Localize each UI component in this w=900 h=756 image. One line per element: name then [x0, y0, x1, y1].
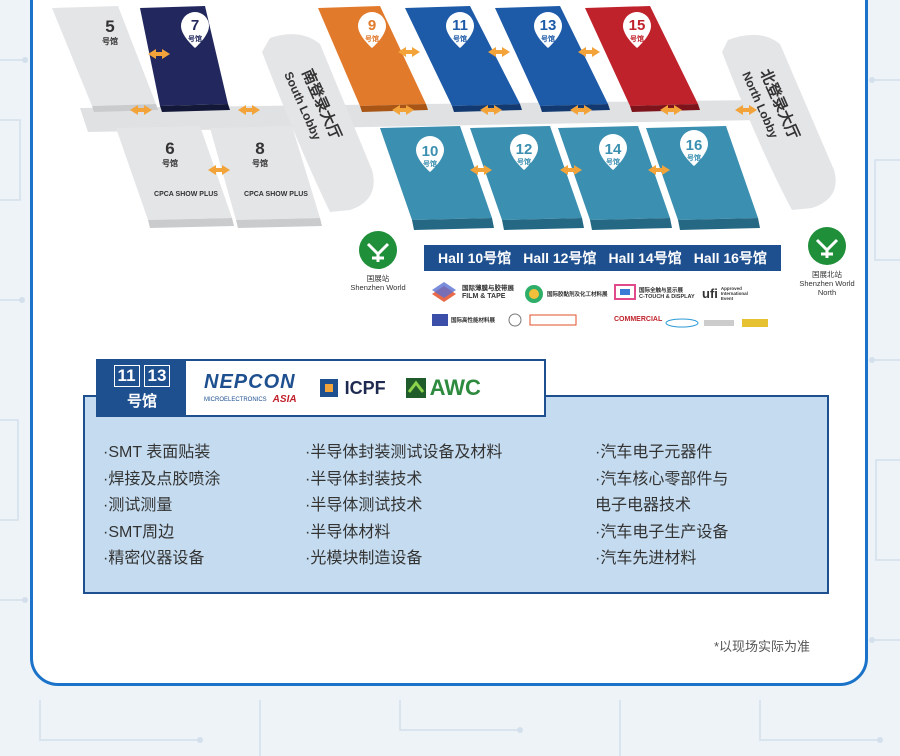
- list-item: ·SMT周边: [103, 523, 175, 541]
- legend-header: 11 13 号馆 NEPCON MICROELECTRONICS ASIA IC…: [96, 359, 546, 417]
- list-item: ·焊接及点胶喷涂: [103, 470, 221, 488]
- list-item: ·精密仪器设备: [103, 550, 205, 567]
- hall-badge: 11 13 号馆: [98, 361, 186, 415]
- hall-12[interactable]: [470, 126, 584, 230]
- hall-6[interactable]: [116, 126, 234, 228]
- hall-13-sub: 号馆: [541, 34, 555, 43]
- list-item: ·SMT 表面贴装: [103, 444, 211, 461]
- hall-16-sub: 号馆: [687, 153, 701, 162]
- nepcon-logo: NEPCON MICROELECTRONICS ASIA: [204, 371, 297, 405]
- station-shenzhen-world[interactable]: 国展站 Shenzhen World: [348, 230, 408, 292]
- station-shenzhen-world-north[interactable]: 国展北站 Shenzhen World North: [794, 226, 860, 297]
- hall-14-sub: 号馆: [606, 157, 620, 166]
- metro-icon: [808, 227, 846, 265]
- station-label-cn: 国展北站: [812, 270, 842, 279]
- hall-7-sub: 号馆: [188, 34, 202, 43]
- floor-map: 5 号馆 7 号馆 9 号馆 11 号馆 13 号馆 15 号馆 6 号馆 CP…: [52, 6, 836, 230]
- material-icon: [432, 314, 448, 326]
- hall-number: 13: [143, 365, 171, 387]
- hall-label: 号馆: [126, 393, 157, 410]
- list-item: ·汽车先进材料: [595, 550, 697, 567]
- legend-column-smt: ·SMT 表面贴装 ·焊接及点胶喷涂 ·测试测量 ·SMT周边 ·精密仪器设备: [103, 440, 220, 573]
- hall-16-number: 16: [686, 137, 703, 154]
- chip-icon: [319, 379, 338, 397]
- south-lobby[interactable]: [262, 34, 374, 213]
- hall-14[interactable]: [558, 126, 672, 230]
- hall-12-number: 12: [516, 141, 533, 158]
- hall-number: 11: [113, 365, 140, 387]
- adhesive-icon: [525, 285, 543, 303]
- hall-8[interactable]: [210, 126, 322, 228]
- hall-8-sub: 号馆: [252, 158, 268, 168]
- automotive-logo-icon: [665, 318, 768, 328]
- hall-10-number: 10: [422, 143, 439, 160]
- hall-bar-item: Hall 14号馆: [608, 250, 682, 266]
- hall-9-sub: 号馆: [365, 34, 379, 43]
- list-item: ·光模块制造设备: [305, 550, 423, 567]
- map-pin-icon: [181, 12, 708, 172]
- film-tape-logo: 国际薄膜与胶带展 FILM & TAPE: [462, 285, 514, 300]
- hall-bar-item: Hall 12号馆: [523, 250, 597, 266]
- hall-7-number: 7: [191, 17, 199, 34]
- walkway-arrows: [130, 47, 757, 175]
- commercial-logo: COMMERCIAL: [614, 316, 663, 323]
- station-label-en: Shenzhen World: [799, 279, 855, 288]
- hall-12-sub: 号馆: [517, 157, 531, 166]
- hall-15-number: 15: [629, 17, 646, 34]
- hall-bar-item: Hall 10号馆: [438, 250, 512, 266]
- icpf-logo: ICPF: [317, 376, 386, 400]
- hall-5-number: 5: [105, 17, 114, 36]
- list-item: ·汽车电子元器件: [595, 444, 713, 461]
- hall-11-number: 11: [452, 17, 468, 34]
- hall-10-sub: 号馆: [423, 159, 437, 168]
- hall-8-number: 8: [255, 139, 264, 158]
- hall-13-number: 13: [540, 17, 557, 34]
- station-label-en: Shenzhen World: [350, 283, 406, 292]
- list-item: ·测试测量: [103, 497, 173, 514]
- film-tape-icon: [432, 282, 456, 302]
- adhesive-logo: 国际胶黏剂及化工材料展: [524, 284, 608, 304]
- hall-14-number: 14: [605, 141, 622, 158]
- display-icon: [614, 284, 636, 300]
- metro-icon: [359, 231, 397, 269]
- list-item: ·半导体封装技术: [305, 470, 423, 488]
- list-item: ·半导体封装测试设备及材料: [305, 444, 503, 461]
- hall-5-sub: 号馆: [102, 36, 118, 46]
- list-item: ·汽车核心零部件与: [595, 470, 729, 488]
- hall-9-number: 9: [368, 17, 376, 34]
- hall-15-sub: 号馆: [630, 34, 644, 43]
- north-lobby[interactable]: [722, 34, 836, 210]
- station-label-cn: 国展站: [366, 274, 390, 283]
- hall-6-event: CPCA SHOW PLUS: [154, 191, 218, 198]
- hall-6-sub: 号馆: [162, 158, 178, 168]
- list-item: ·汽车电子生产设备: [595, 523, 729, 541]
- hall-bar-item: Hall 16号馆: [693, 250, 767, 266]
- list-item: ·半导体测试技术: [305, 497, 423, 514]
- material-logo: 国际高性能材料展: [432, 314, 495, 326]
- legend-column-automotive: ·汽车电子元器件 ·汽车核心零部件与 电子电器技术 ·汽车电子生产设备 ·汽车先…: [595, 440, 728, 573]
- hall-16[interactable]: [646, 126, 760, 230]
- awc-logo: AWC: [405, 375, 481, 401]
- station-label-en2: North: [817, 288, 837, 297]
- hall-10[interactable]: [380, 126, 494, 230]
- legend-column-semiconductor: ·半导体封装测试设备及材料 ·半导体封装技术 ·半导体测试技术 ·半导体材料 ·…: [305, 440, 502, 573]
- disclaimer-note: *以现场实际为准: [713, 639, 810, 654]
- list-item: ·半导体材料: [305, 523, 391, 541]
- ufi-logo: ufi Approved International Event: [702, 286, 748, 301]
- list-item: 电子电器技术: [595, 497, 692, 514]
- partner-logo-icon: [508, 313, 577, 327]
- awc-icon: [405, 378, 426, 398]
- hall-11-sub: 号馆: [453, 34, 467, 43]
- hall-8-event: CPCA SHOW PLUS: [244, 191, 308, 198]
- hall-6-number: 6: [165, 139, 174, 158]
- hall-bar: Hall 10号馆 Hall 12号馆 Hall 14号馆 Hall 16号馆: [424, 245, 781, 271]
